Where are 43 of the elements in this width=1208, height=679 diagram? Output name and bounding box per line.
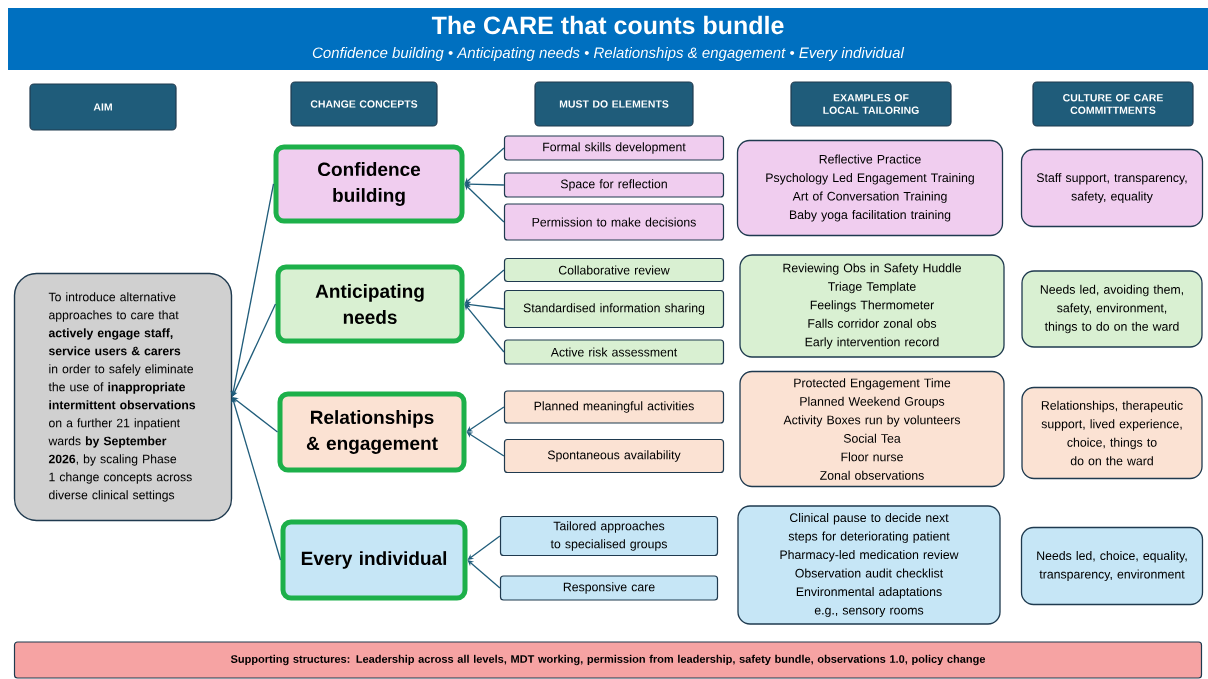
example-box: Protected Engagement Time Planned Weekend Groups Activity Boxes run by volunteers Social Tea Floor nurse Zonal observations <box>739 370 1005 488</box>
arrow <box>466 432 505 457</box>
element-box: Space for reflection <box>503 172 725 198</box>
column-header: CHANGE CONCEPTS <box>290 81 438 127</box>
column-header: AIM <box>29 83 177 131</box>
element-box: Collaborative review <box>503 257 725 283</box>
column-header: EXAMPLES OF LOCAL TAILORING <box>790 81 952 127</box>
support-banner: Supporting structures: Leadership across all levels, MDT working, permission from leadership, safety bundle, observations 1.0, policy change <box>13 641 1203 679</box>
arrow <box>464 147 505 184</box>
arrow <box>464 304 505 353</box>
element-box: Tailored approaches to specialised groups <box>499 515 719 557</box>
element-box: Active risk assessment <box>503 339 725 365</box>
concept-box: Confidence building <box>273 144 465 224</box>
arrow <box>464 184 505 223</box>
concept-box: Relationships & engagement <box>277 391 467 473</box>
element-box: Responsive care <box>499 575 719 601</box>
arrow <box>232 303 277 397</box>
arrow <box>464 269 505 304</box>
arrow <box>466 406 505 432</box>
subtitle: Confidence building • Anticipating needs • Relationships & engagement • Every individual <box>312 47 905 61</box>
element-box: Planned meaningful activities <box>503 390 725 424</box>
example-box: Reflective Practice Psychology Led Engagement Training Art of Conversation Training Baby yoga facilitation training <box>736 139 1004 237</box>
title: The CARE that counts bundle <box>431 15 784 35</box>
element-box: Standardised information sharing <box>503 289 725 329</box>
commitment-box: Needs led, choice, equality, transparency, environment <box>1020 526 1204 606</box>
arrow <box>231 397 282 561</box>
arrow <box>232 397 279 433</box>
commitment-box: Staff support, transparency, safety, equality <box>1020 148 1204 228</box>
column-header: MUST DO ELEMENTS <box>534 81 694 127</box>
column-header: CULTURE OF CARE COMMITTMENTS <box>1032 81 1194 127</box>
arrow <box>467 560 501 589</box>
arrow <box>467 535 501 560</box>
commitment-box: Relationships, therapeutic support, lived experience, choice, things to do on the ward <box>1021 386 1203 480</box>
concept-box: Every individual <box>280 519 468 601</box>
example-box: Clinical pause to decide next steps for deteriorating patient Pharmacy-led medication review Observation audit checklist Environmental adaptations e.g., sensory rooms <box>737 505 1001 625</box>
commitment-box: Needs led, avoiding them, safety, environment, things to do on the ward <box>1021 270 1203 348</box>
element-box: Formal skills development <box>503 135 725 161</box>
element-box: Spontaneous availability <box>503 438 725 474</box>
aim-box: To introduce alternative approaches to care that actively engage staff, service users & carers in order to safely eliminate the use of inappropriate intermittent observations on a further 21 inpatient wards by September 2026, by scaling Phase 1 change concepts across diverse clinical settings <box>13 272 233 522</box>
concept-box: Anticipating needs <box>275 264 465 344</box>
arrow <box>230 183 275 397</box>
element-box: Permission to make decisions <box>503 203 725 241</box>
example-box: Reviewing Obs in Safety Huddle Triage Template Feelings Thermometer Falls corridor zonal obs Early intervention record <box>739 254 1005 358</box>
